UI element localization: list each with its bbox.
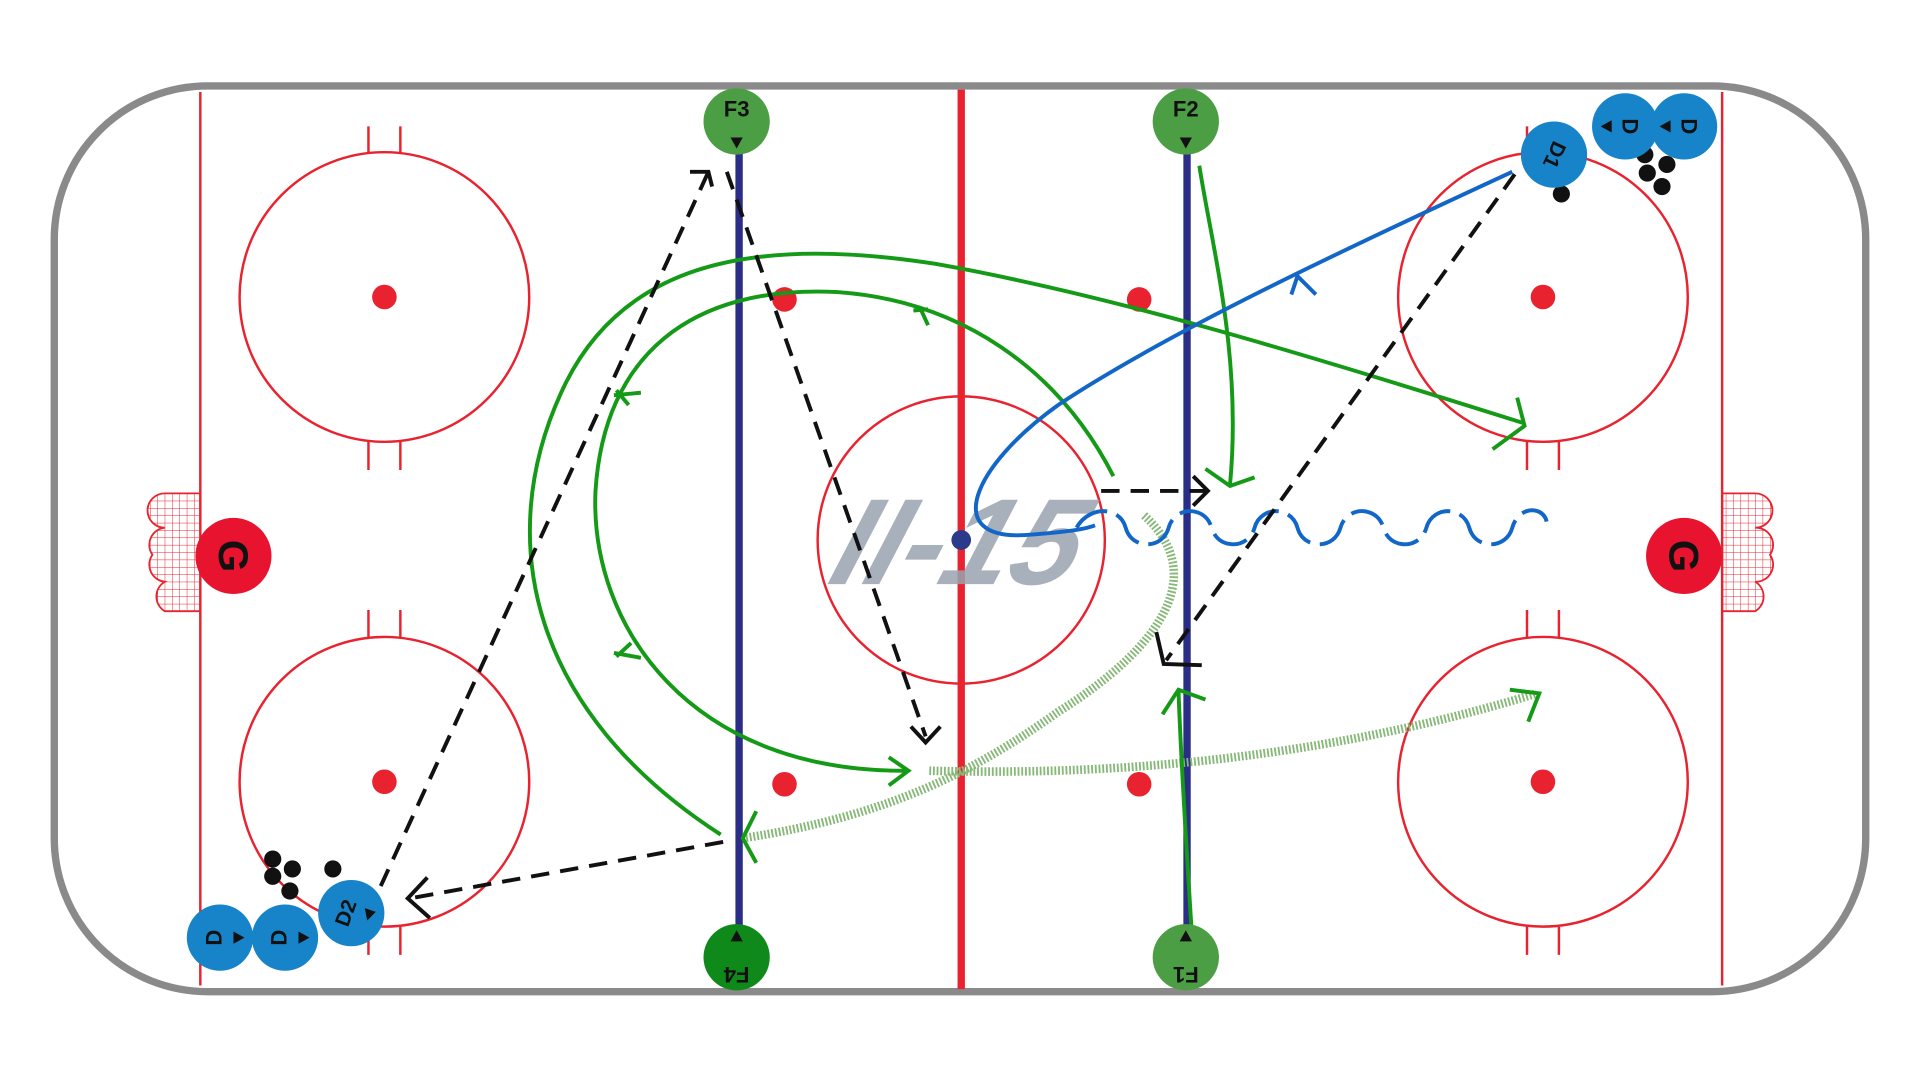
backward-skate-paths (742, 512, 1539, 843)
skate-paths (527, 165, 1526, 955)
player-d-top-a: D (1592, 93, 1659, 160)
svg-text:G: G (210, 540, 257, 572)
player-d1: D1 (1520, 121, 1588, 188)
player-d2: D2 (318, 879, 385, 947)
player-f2: F2 (1152, 88, 1219, 155)
skate-arrowheads (613, 307, 1543, 864)
center-ice-dot (951, 530, 972, 550)
player-f3: F3 (703, 88, 770, 155)
player-f4: F4 (703, 924, 770, 991)
center-ice-circle (816, 395, 1107, 685)
goalie-right: G (1646, 517, 1723, 594)
faceoff-circle-bottom-left (238, 609, 531, 955)
goalie-left: G (195, 517, 272, 594)
svg-text:F3: F3 (724, 97, 750, 122)
net-right (1721, 492, 1774, 613)
faceoff-circle-bottom-right (1396, 609, 1689, 955)
rink-boards (50, 82, 1870, 996)
player-d-top-b: D (1650, 93, 1718, 160)
player-d-bottom-a: D (186, 904, 254, 971)
faceoff-dots (372, 284, 1556, 797)
player-f1: F1 (1152, 924, 1219, 991)
pass-arrowheads (404, 169, 1211, 920)
faceoff-circle-top-left (238, 126, 531, 471)
net-left (146, 492, 202, 613)
svg-text:D: D (1677, 118, 1702, 134)
puck-pile-bottom-left (264, 850, 342, 900)
svg-text:D: D (201, 930, 226, 946)
svg-text:D: D (1618, 118, 1643, 134)
player-d-bottom-b: D (251, 904, 319, 971)
pass-paths (378, 170, 1517, 901)
svg-text:G: G (1661, 540, 1708, 572)
svg-text:F2: F2 (1173, 97, 1199, 122)
puck-carry-paths (973, 170, 1549, 547)
svg-text:F1: F1 (1173, 962, 1199, 987)
svg-text:F4: F4 (723, 962, 749, 987)
svg-text:D: D (266, 930, 291, 946)
